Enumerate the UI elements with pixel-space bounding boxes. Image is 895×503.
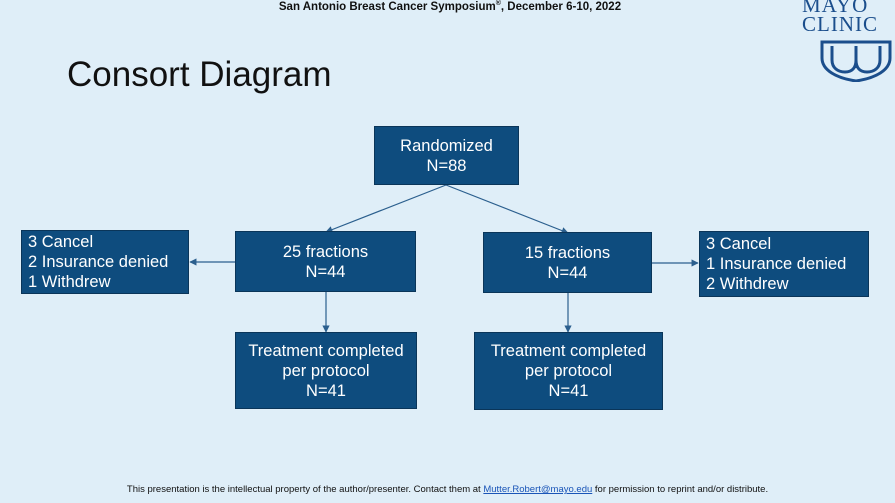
randomized-box: Randomized N=88 — [374, 126, 519, 185]
copyright-footer: This presentation is the intellectual pr… — [126, 484, 769, 495]
contact-email-link[interactable]: Mutter.Robert@mayo.edu — [483, 484, 593, 495]
mayo-shield-icon — [820, 40, 892, 82]
conference-header: San Antonio Breast Cancer Symposium®, De… — [278, 0, 622, 13]
arrow-randomized-to-25 — [325, 184, 447, 233]
arrow-randomized-to-15 — [445, 184, 569, 234]
arm-15-fractions-box: 15 fractions N=44 — [483, 232, 652, 293]
mayo-clinic-logo: MAYO CLINIC — [800, 0, 895, 85]
slide-title: Consort Diagram — [67, 55, 332, 94]
completed-25-box: Treatment completed per protocol N=41 — [235, 332, 417, 409]
exclusions-15-box: 3 Cancel 1 Insurance denied 2 Withdrew — [699, 231, 869, 297]
exclusions-25-box: 3 Cancel 2 Insurance denied 1 Withdrew — [21, 230, 189, 294]
arm-25-fractions-box: 25 fractions N=44 — [235, 231, 416, 292]
completed-15-box: Treatment completed per protocol N=41 — [474, 332, 663, 410]
